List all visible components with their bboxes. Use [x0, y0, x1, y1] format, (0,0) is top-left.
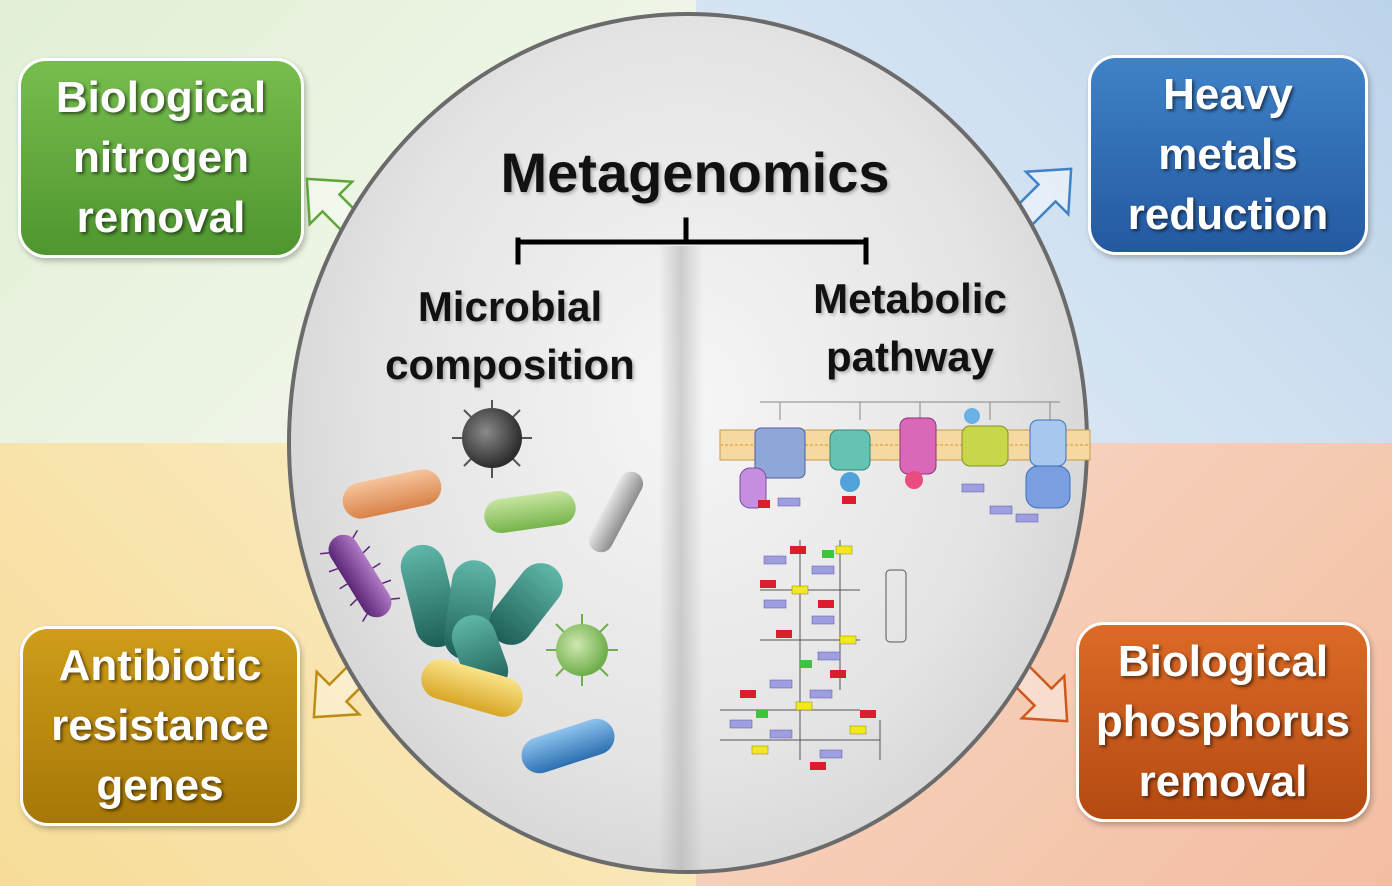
heavy-metals-label: Heavy metals reduction — [1127, 70, 1329, 239]
divider-strip — [659, 246, 703, 870]
blue-bacterium-icon — [521, 718, 615, 774]
metabolic-pathway-heading: Metabolic pathway — [813, 275, 1007, 380]
metagenomics-circle — [287, 12, 1089, 874]
antibiotic-resistance-label: Antibiotic resistance genes — [51, 641, 269, 810]
orange-bacterium-icon — [342, 469, 442, 519]
green-bacterium-icon — [484, 490, 576, 534]
dark-virus-icon — [452, 400, 532, 478]
antibiotic-resistance-box: Antibiotic resistance genes — [20, 626, 300, 826]
grey-bacterium-icon — [588, 471, 644, 553]
metabolic-pathway-icon — [719, 401, 1091, 770]
heavy-metals-box: Heavy metals reduction — [1088, 55, 1368, 255]
microbial-composition-heading: Microbial composition — [385, 283, 635, 388]
green-virus-icon — [546, 614, 618, 686]
phosphorus-removal-box: Biological phosphorus removal — [1076, 622, 1370, 822]
main-title: Metagenomics — [500, 141, 890, 204]
nitrogen-removal-label: Biological nitrogen removal — [55, 73, 267, 242]
nitrogen-removal-box: Biological nitrogen removal — [18, 58, 304, 258]
yellow-bacterium-icon — [421, 659, 523, 717]
phosphorus-removal-label: Biological phosphorus removal — [1095, 637, 1351, 806]
microbes-icon — [320, 400, 644, 774]
purple-bacterium-icon — [320, 530, 400, 622]
